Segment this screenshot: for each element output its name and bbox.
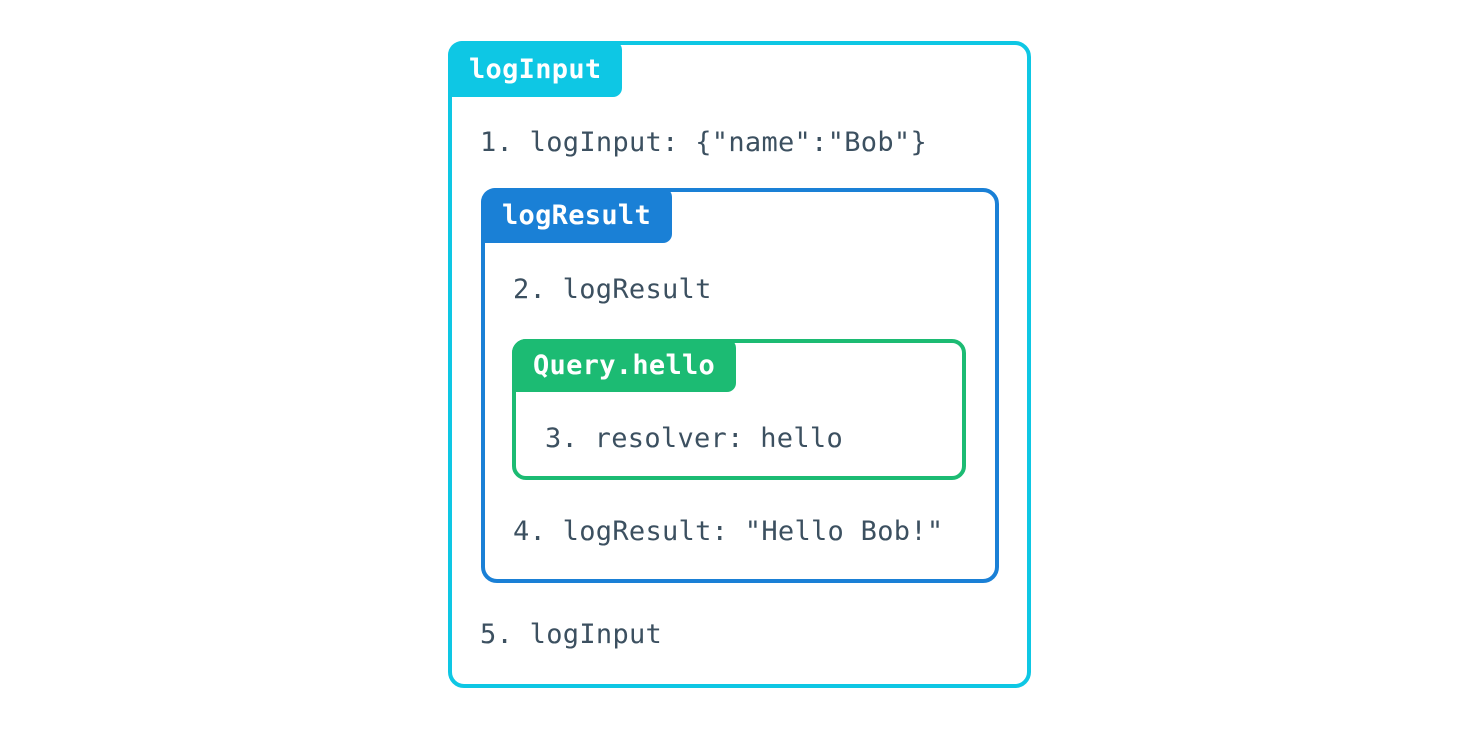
- query-hello-resolver-box: Query.hello 3. resolver: hello: [512, 339, 966, 480]
- step-5-text: 5. logInput: [480, 619, 663, 650]
- logresult-middleware-box: logResult 2. logResult Query.hello 3. re…: [481, 188, 999, 583]
- loginput-tab-label: logInput: [469, 53, 602, 85]
- loginput-tab: logInput: [448, 41, 623, 97]
- query-hello-tab-label: Query.hello: [533, 350, 716, 381]
- step-1-text: 1. logInput: {"name":"Bob"}: [480, 127, 927, 158]
- step-3-text: 3. resolver: hello: [545, 423, 843, 454]
- step-4-text: 4. logResult: "Hello Bob!": [513, 516, 944, 547]
- logresult-tab: logResult: [481, 188, 672, 243]
- loginput-middleware-box: logInput 1. logInput: {"name":"Bob"} log…: [448, 41, 1031, 688]
- step-2-text: 2. logResult: [513, 274, 712, 305]
- query-hello-tab: Query.hello: [512, 339, 737, 392]
- logresult-tab-label: logResult: [502, 200, 651, 231]
